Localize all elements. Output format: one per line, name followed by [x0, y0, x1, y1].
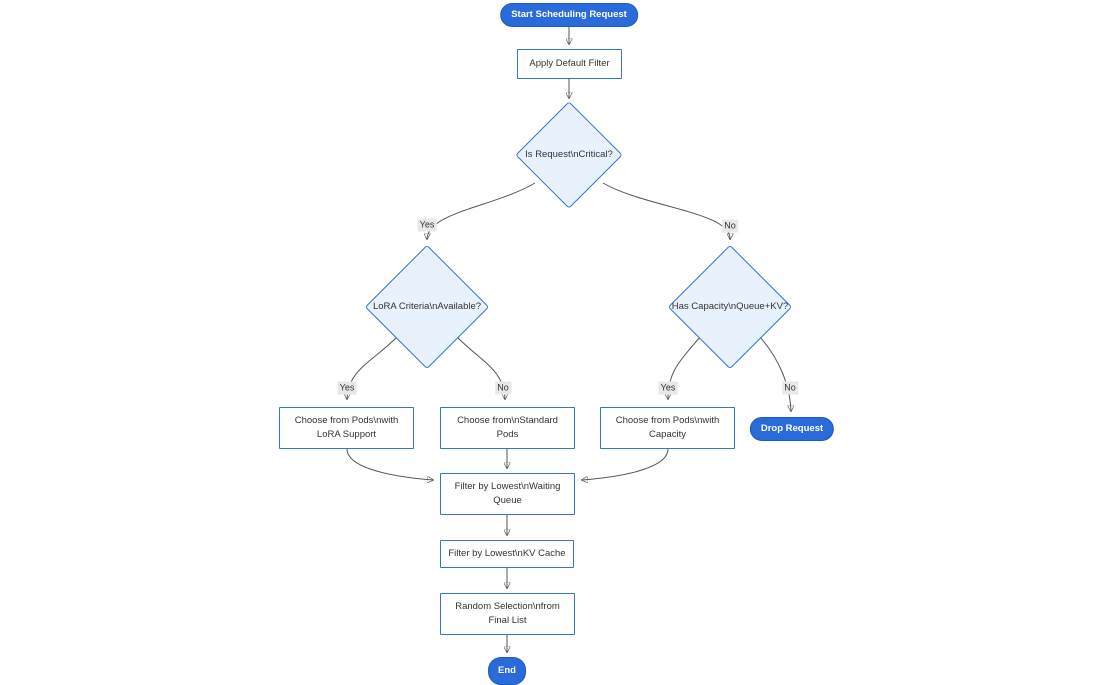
- node-choose-pods-capacity-label: Choose from Pods\nwith Capacity: [615, 415, 720, 440]
- edge-label-capacity-no: No: [782, 381, 798, 395]
- edge-label-lora-no: No: [495, 381, 511, 395]
- node-choose-pods-lora: Choose from Pods\nwith LoRA Support: [279, 407, 414, 449]
- edge-label-lora-yes: Yes: [337, 381, 357, 395]
- node-choose-pods-lora-label: Choose from Pods\nwith LoRA Support: [294, 415, 399, 440]
- node-apply-default-filter-label: Apply Default Filter: [529, 58, 610, 70]
- decision-has-capacity-queue-kv-label: Has Capacity\nQueue+KV?: [671, 301, 789, 313]
- decision-is-request-critical: Is Request\nCritical?: [515, 101, 623, 209]
- edge-label-capacity-yes: Yes: [658, 381, 678, 395]
- edge-capacity-no-to-drop: [759, 336, 791, 411]
- node-drop-request: Drop Request: [749, 417, 835, 441]
- node-filter-kv-cache: Filter by Lowest\nKV Cache: [440, 540, 574, 568]
- edge-critical-no-to-capacity: [602, 182, 730, 239]
- node-choose-standard-pods: Choose from\nStandard Pods: [440, 407, 575, 449]
- node-drop-request-label: Drop Request: [760, 423, 824, 434]
- edge-label-critical-no: No: [722, 219, 738, 233]
- decision-lora-criteria-available-label: LoRA Criteria\nAvailable?: [372, 301, 482, 313]
- node-end-label: End: [498, 665, 516, 676]
- node-choose-standard-pods-label: Choose from\nStandard Pods: [457, 415, 558, 440]
- node-filter-waiting-queue-label: Filter by Lowest\nWaiting Queue: [454, 481, 561, 506]
- node-apply-default-filter: Apply Default Filter: [517, 49, 622, 79]
- node-start: Start Scheduling Request: [500, 3, 638, 27]
- node-end: End: [488, 657, 526, 685]
- decision-lora-criteria-available: LoRA Criteria\nAvailable?: [364, 244, 490, 370]
- edge-choose-lora-to-filter-queue: [346, 448, 433, 480]
- node-filter-kv-cache-label: Filter by Lowest\nKV Cache: [448, 548, 566, 560]
- node-start-label: Start Scheduling Request: [511, 9, 627, 20]
- node-random-selection: Random Selection\nfrom Final List: [440, 593, 575, 635]
- node-filter-waiting-queue: Filter by Lowest\nWaiting Queue: [440, 473, 575, 515]
- node-random-selection-label: Random Selection\nfrom Final List: [455, 601, 560, 626]
- edge-label-critical-yes: Yes: [417, 218, 437, 232]
- decision-has-capacity-queue-kv: Has Capacity\nQueue+KV?: [667, 244, 793, 370]
- decision-is-request-critical-label: Is Request\nCritical?: [525, 149, 613, 161]
- edge-choose-capacity-to-filter-queue: [582, 448, 669, 480]
- node-choose-pods-capacity: Choose from Pods\nwith Capacity: [600, 407, 735, 449]
